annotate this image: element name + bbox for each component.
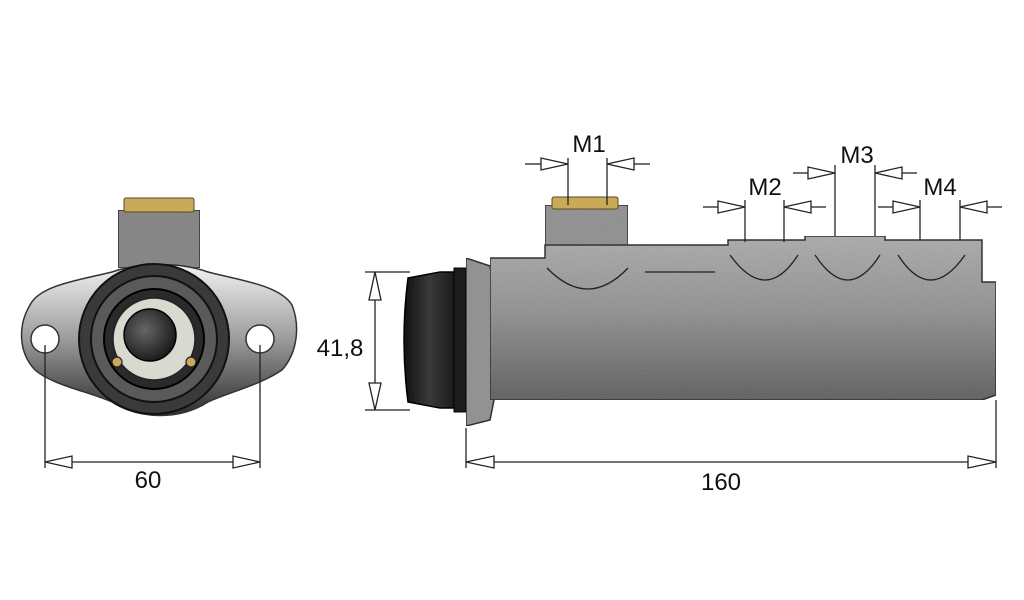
dimension-overall-length: 160	[465, 400, 997, 496]
end-view-nut	[123, 197, 195, 213]
dimension-port-m1: M1	[525, 131, 650, 205]
arrow-left	[783, 200, 812, 214]
arrow-right	[717, 200, 746, 214]
dimension-boot-diameter: 41,8	[317, 271, 410, 411]
port-arc-m1	[546, 267, 629, 290]
cylinder-body	[489, 235, 997, 401]
flange-width-label: 60	[135, 467, 162, 494]
boot-diameter-label: 41,8	[317, 335, 364, 362]
dimension-port-m4: M4	[878, 174, 1002, 240]
arrow-left	[606, 157, 635, 171]
rubber-boot	[403, 271, 456, 409]
plate-screw-left	[111, 356, 123, 368]
side-view	[403, 196, 997, 427]
dimension-port-m2: M2	[703, 174, 826, 242]
port-m4-label: M4	[923, 174, 956, 201]
piston-face	[123, 308, 177, 362]
arrow-right	[807, 166, 836, 180]
end-view-boss	[117, 209, 201, 269]
port-nut-m1	[551, 196, 619, 210]
arrow-left	[465, 455, 495, 469]
arrow-right	[892, 200, 921, 214]
arrow-right	[967, 455, 997, 469]
port-arc-m3	[814, 254, 881, 281]
arrow-right	[540, 157, 569, 171]
end-view	[20, 197, 298, 417]
boot-ring	[453, 267, 467, 413]
port-m3-label: M3	[840, 142, 873, 169]
arrow-left	[959, 200, 988, 214]
port-m2-label: M2	[748, 174, 781, 201]
plate-screw-right	[185, 356, 197, 368]
arrow-right	[232, 455, 261, 469]
arrow-left	[44, 455, 73, 469]
port-arc-m2	[729, 254, 799, 281]
arrow-left	[874, 166, 903, 180]
arrow-down	[368, 382, 382, 411]
dimension-port-m3: M3	[793, 142, 917, 236]
dimension-flange-width: 60	[44, 345, 261, 494]
arrow-up	[368, 271, 382, 301]
overall-length-label: 160	[701, 469, 741, 496]
port-m1-label: M1	[572, 131, 605, 158]
port-arc-m4	[897, 254, 966, 281]
